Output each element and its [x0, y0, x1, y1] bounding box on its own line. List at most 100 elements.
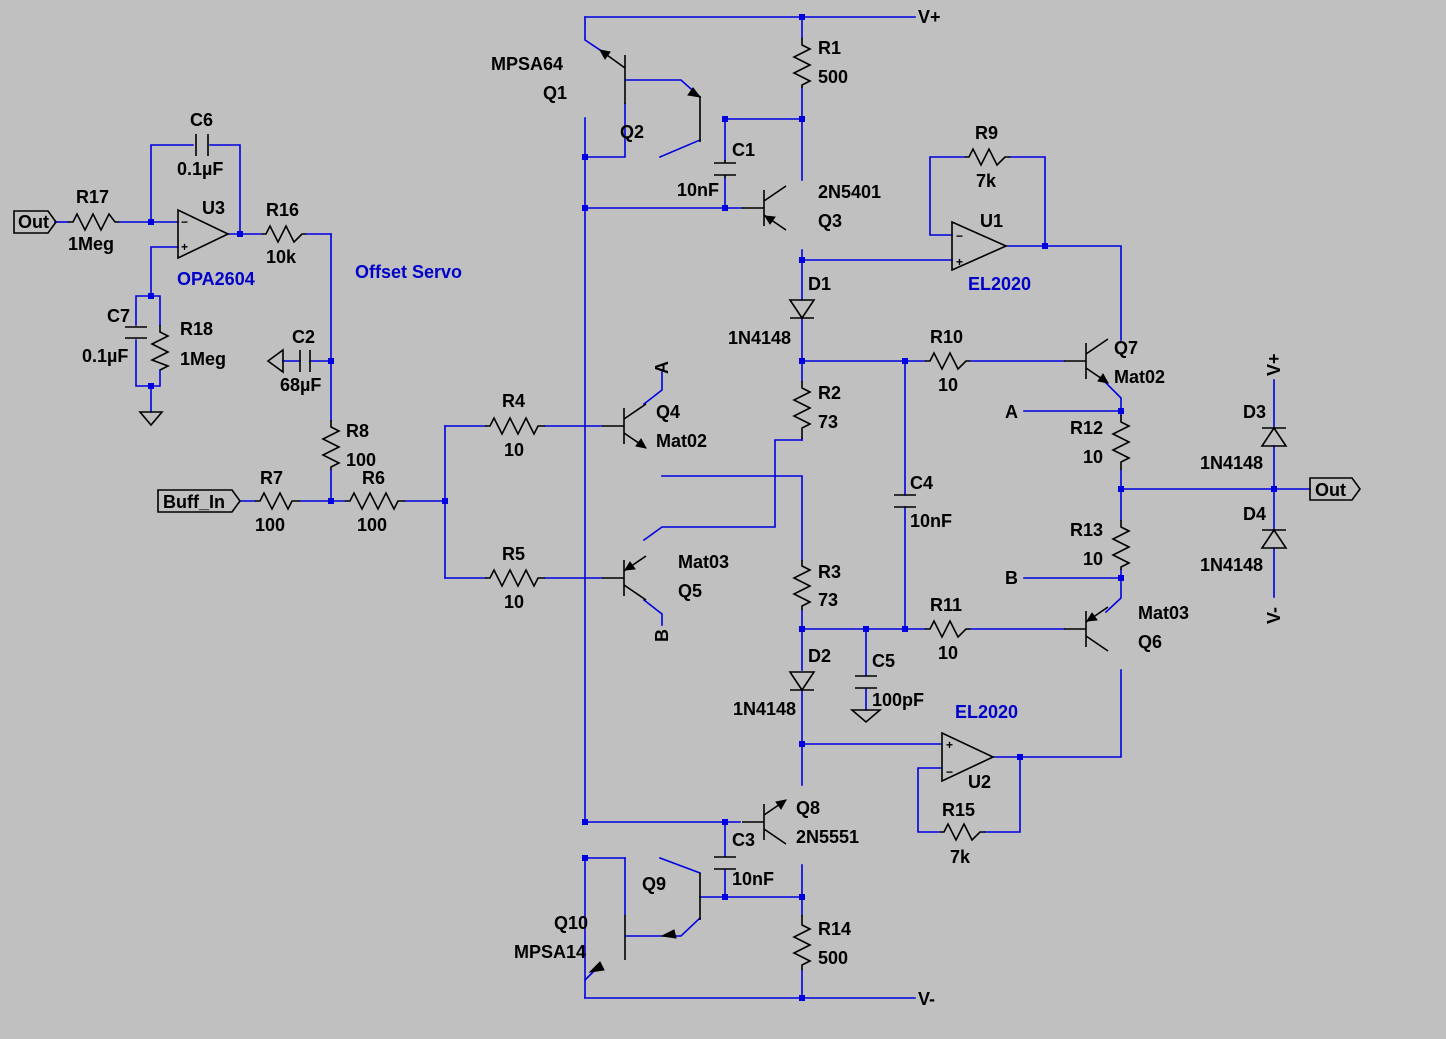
r17-value: 1Meg — [68, 234, 114, 254]
opamp-u3[interactable]: −+ — [177, 208, 230, 260]
d2-name: D2 — [808, 646, 831, 666]
q4-name: Q4 — [656, 402, 680, 422]
r15-name: R15 — [942, 800, 975, 820]
q1-name: Q1 — [543, 83, 567, 103]
c3-name: C3 — [732, 830, 755, 850]
diode-d3[interactable] — [1260, 426, 1288, 447]
svg-text:−: − — [946, 765, 953, 779]
r5-name: R5 — [502, 544, 525, 564]
resistor-r15[interactable] — [940, 822, 985, 842]
resistor-r3[interactable] — [792, 560, 812, 610]
u2-name: U2 — [968, 772, 991, 792]
resistor-r17[interactable] — [68, 212, 119, 232]
transistor-q2[interactable] — [687, 87, 702, 142]
c1-name: C1 — [732, 140, 755, 160]
opamp-u2[interactable]: +− — [941, 731, 995, 783]
resistor-r5[interactable] — [485, 568, 545, 588]
wires — [54, 16, 1311, 999]
q2-name: Q2 — [620, 122, 644, 142]
transistor-q5[interactable] — [601, 555, 647, 601]
q4-model: Mat02 — [656, 431, 707, 451]
diode-d2[interactable] — [788, 671, 816, 692]
d1-name: D1 — [808, 274, 831, 294]
q8-model: 2N5551 — [796, 827, 859, 847]
vplus-right-label: V+ — [1264, 353, 1284, 376]
opamp-u1[interactable]: −+ — [951, 220, 1008, 272]
net-b-label-q5: B — [652, 629, 672, 642]
transistor-q1[interactable] — [599, 49, 626, 104]
q3-model: 2N5401 — [818, 182, 881, 202]
resistor-r1[interactable] — [792, 38, 812, 88]
svg-text:+: + — [946, 738, 953, 752]
capacitor-c7[interactable] — [125, 326, 147, 339]
q6-model: Mat03 — [1138, 603, 1189, 623]
port-out-left-label: Out — [18, 212, 49, 232]
resistor-r10[interactable] — [925, 351, 970, 371]
r18-name: R18 — [180, 319, 213, 339]
resistor-r9[interactable] — [965, 147, 1010, 167]
resistor-r12[interactable] — [1111, 415, 1131, 470]
capacitor-c5[interactable] — [855, 675, 877, 689]
resistor-r18[interactable] — [150, 325, 170, 371]
vminus-right-label: V- — [1264, 607, 1284, 624]
u1-model: EL2020 — [968, 274, 1031, 294]
c4-value: 10nF — [910, 511, 952, 531]
capacitor-c1[interactable] — [714, 160, 736, 178]
resistor-r7[interactable] — [255, 491, 300, 511]
u1-name: U1 — [980, 211, 1003, 231]
r1-value: 500 — [818, 67, 848, 87]
c7-name: C7 — [107, 306, 130, 326]
d3-name: D3 — [1243, 402, 1266, 422]
resistor-r16[interactable] — [262, 224, 306, 244]
c7-value: 0.1µF — [82, 346, 128, 366]
c3-value: 10nF — [732, 869, 774, 889]
resistor-r14[interactable] — [792, 915, 812, 970]
c5-value: 100pF — [872, 690, 924, 710]
q7-model: Mat02 — [1114, 367, 1165, 387]
ground-symbol — [849, 709, 883, 724]
ground-symbol — [266, 348, 284, 374]
transistor-q9[interactable] — [660, 873, 701, 939]
resistor-r6[interactable] — [345, 491, 405, 511]
r14-value: 500 — [818, 948, 848, 968]
resistor-r2[interactable] — [792, 381, 812, 439]
port-out-right[interactable]: Out — [1309, 477, 1361, 501]
resistor-r11[interactable] — [925, 619, 970, 639]
r12-value: 10 — [1083, 447, 1103, 467]
r8-name: R8 — [346, 421, 369, 441]
port-buff-in[interactable]: Buff_In — [157, 489, 241, 513]
transistor-q10[interactable] — [588, 915, 626, 973]
vminus-bottom-label: V- — [918, 989, 935, 1009]
c5-name: C5 — [872, 651, 895, 671]
r13-value: 10 — [1083, 549, 1103, 569]
net-a-label-q4: A — [652, 361, 672, 374]
resistor-r13[interactable] — [1111, 520, 1131, 570]
r8-value: 100 — [346, 450, 376, 470]
c2-value: 68µF — [280, 375, 321, 395]
resistor-r4[interactable] — [485, 416, 545, 436]
q5-model: Mat03 — [678, 552, 729, 572]
port-out-right-label: Out — [1315, 480, 1346, 500]
q8-name: Q8 — [796, 798, 820, 818]
transistor-q4[interactable] — [601, 403, 647, 449]
c4-name: C4 — [910, 473, 933, 493]
c6-name: C6 — [190, 110, 213, 130]
transistor-q3[interactable] — [741, 185, 787, 231]
resistor-r8[interactable] — [321, 420, 341, 470]
capacitor-c3[interactable] — [714, 856, 736, 870]
transistor-q6[interactable] — [1063, 606, 1109, 652]
capacitor-c2[interactable] — [299, 350, 311, 372]
port-out-left[interactable]: Out — [13, 210, 57, 234]
r3-value: 73 — [818, 590, 838, 610]
r7-value: 100 — [255, 515, 285, 535]
capacitor-c6[interactable] — [195, 134, 209, 156]
q3-name: Q3 — [818, 211, 842, 231]
c2-name: C2 — [292, 327, 315, 347]
r1-name: R1 — [818, 38, 841, 58]
diode-d1[interactable] — [788, 299, 816, 320]
r2-name: R2 — [818, 383, 841, 403]
diode-d4[interactable] — [1260, 528, 1288, 549]
transistor-q7[interactable] — [1063, 338, 1109, 384]
capacitor-c4[interactable] — [894, 494, 916, 508]
offset-servo-annotation: Offset Servo — [355, 262, 462, 282]
